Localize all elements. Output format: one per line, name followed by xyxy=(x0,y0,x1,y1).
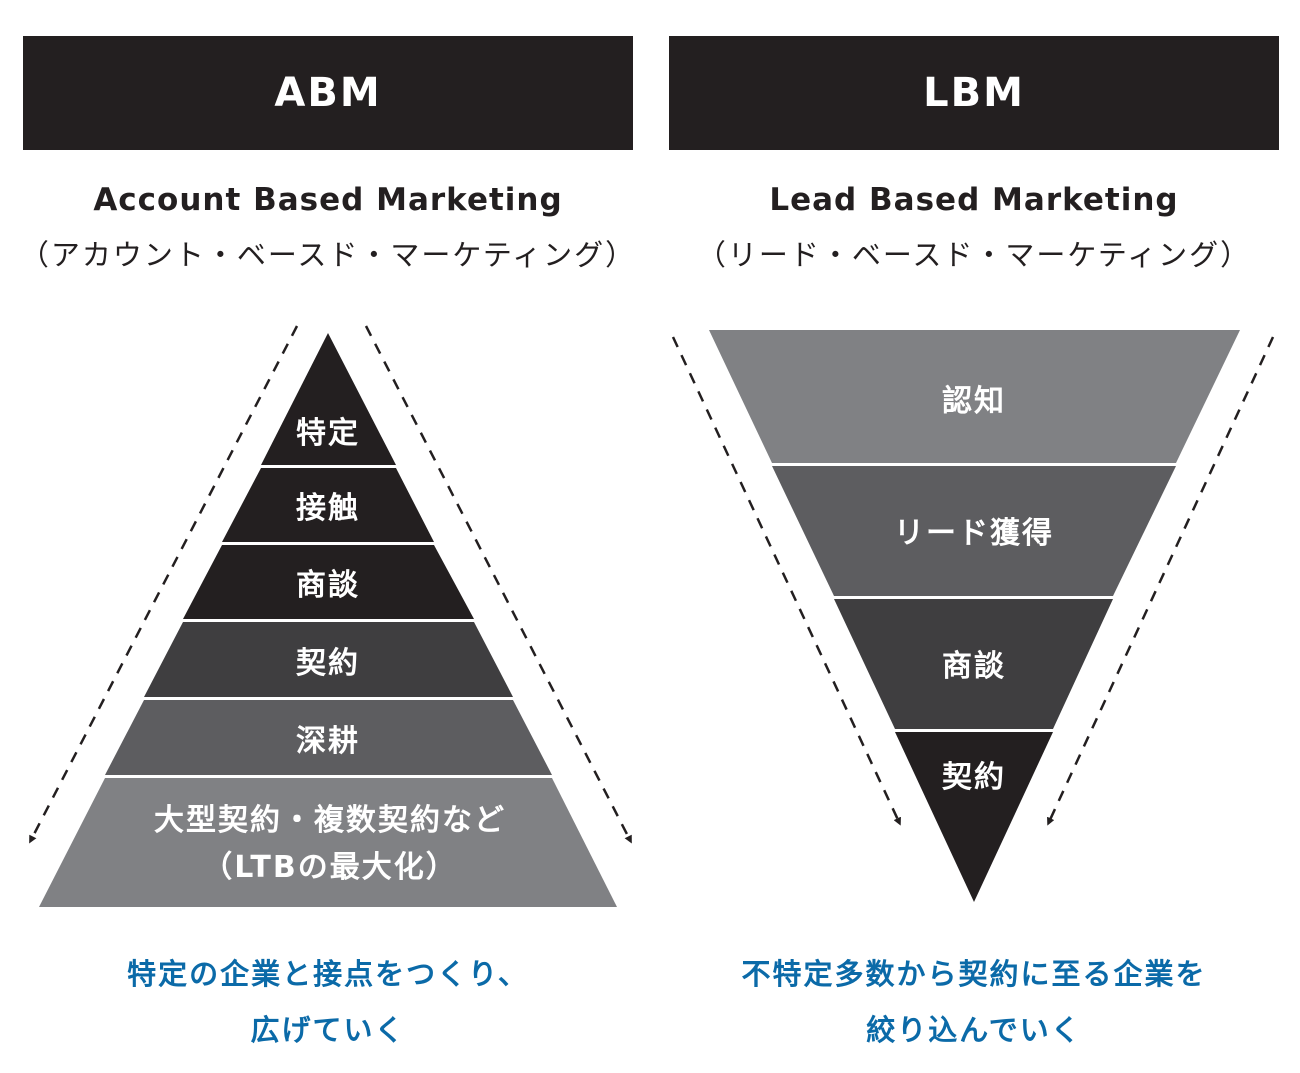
abm-subtitle: Account Based Marketing xyxy=(93,182,563,218)
lbm-caption-line-2: 絞り込んでいく xyxy=(866,1013,1082,1047)
lbm-caption: 不特定多数から契約に至る企業を 絞り込んでいく xyxy=(654,946,1294,1058)
lbm-layer-2 xyxy=(772,466,1176,596)
lbm-stage-lead-acquisition: リード獲得 xyxy=(894,516,1054,551)
abm-layer-3 xyxy=(183,545,474,619)
abm-pyramid: 特定 接触 商談 契約 深耕 大型契約・複数契約など （LTBの最大化） xyxy=(39,333,617,907)
abm-reading: （アカウント・ベースド・マーケティング） xyxy=(19,238,637,272)
abm-stage-deepen: 深耕 xyxy=(296,724,360,759)
abm-stage-identify: 特定 xyxy=(296,416,360,451)
lbm-stage-contract: 契約 xyxy=(942,760,1006,795)
lbm-caption-line-1: 不特定多数から契約に至る企業を xyxy=(741,957,1207,991)
abm-layer-4 xyxy=(144,622,513,697)
abm-stage-large-contracts: 大型契約・複数契約など xyxy=(154,803,506,838)
lbm-layer-4 xyxy=(895,732,1053,902)
abm-layer-1 xyxy=(261,333,396,465)
abm-layer-6 xyxy=(39,778,617,907)
lbm-stage-awareness: 認知 xyxy=(942,384,1006,419)
lbm-funnel: 認知 リード獲得 商談 契約 xyxy=(709,330,1240,902)
abm-layer-5 xyxy=(105,700,552,775)
abm-header: ABM xyxy=(23,36,633,150)
abm-caption-line-2: 広げていく xyxy=(250,1013,406,1047)
abm-stage-contract: 契約 xyxy=(296,646,360,681)
abm-arrow-left xyxy=(29,325,299,844)
abm-caption: 特定の企業と接点をつくり、 広げていく xyxy=(8,946,648,1058)
lbm-stage-negotiation: 商談 xyxy=(942,649,1006,684)
lbm-reading: （リード・ベースド・マーケティング） xyxy=(696,238,1252,272)
lbm-subtitle: Lead Based Marketing xyxy=(769,182,1179,218)
lbm-layer-3 xyxy=(834,599,1113,729)
lbm-header: LBM xyxy=(669,36,1279,150)
abm-stage-contact: 接触 xyxy=(296,491,360,526)
abm-stage-ltb: （LTBの最大化） xyxy=(202,850,457,885)
lbm-arrow-right xyxy=(1047,336,1275,826)
lbm-arrow-left xyxy=(671,336,901,826)
abm-caption-line-1: 特定の企業と接点をつくり、 xyxy=(127,957,529,991)
lbm-layer-1 xyxy=(709,330,1240,463)
abm-layer-2 xyxy=(222,468,434,542)
abm-arrow-right xyxy=(364,325,632,844)
abm-stage-negotiation: 商談 xyxy=(296,568,360,603)
